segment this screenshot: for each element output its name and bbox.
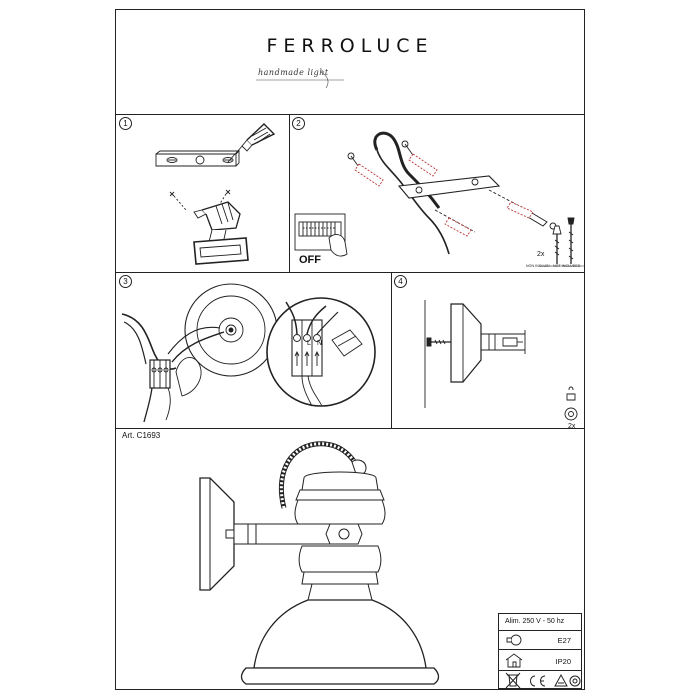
instruction-sheet: FERROLUCE handmade light 1 2 3 4 — [115, 9, 585, 690]
divider-row1 — [116, 272, 584, 273]
step1-illustration — [155, 123, 276, 265]
article-number: Art. C1693 — [122, 431, 161, 440]
step-number-1: 1 — [119, 117, 132, 130]
spec-divider-2 — [499, 649, 581, 650]
indoor-house-icon — [505, 653, 523, 668]
spec-protection: IP20 — [555, 657, 571, 666]
step3-illustration — [121, 283, 376, 423]
step-number-4: 4 — [394, 275, 407, 288]
brand-tagline: handmade light — [258, 68, 329, 77]
spec-bulb: E27 — [557, 636, 571, 645]
screw-qty-label: 2x — [568, 423, 576, 430]
step-number-3: 3 — [119, 275, 132, 288]
tagline-underline-icon — [256, 71, 344, 89]
off-label: OFF — [299, 254, 321, 266]
step-number-2: 2 — [292, 117, 305, 130]
divider-row2 — [116, 428, 584, 429]
anchor-qty-label: 2x — [537, 251, 545, 258]
spec-divider-1 — [499, 630, 581, 631]
bulb-icon — [506, 634, 522, 646]
certification-marks-icon — [505, 672, 581, 689]
spec-divider-3 — [499, 670, 581, 671]
divider-step1-2 — [289, 114, 290, 272]
step4-illustration — [424, 300, 578, 421]
spec-supply: Alim. 250 V - 50 hz — [505, 618, 565, 625]
product-lamp-illustration — [199, 441, 440, 685]
terminal-l-label: L — [307, 340, 311, 347]
step2-illustration — [294, 131, 585, 267]
divider-header — [116, 114, 584, 115]
divider-step3-4 — [391, 272, 392, 428]
not-included-note: NON INCLUSI - NOT INCLUDED — [526, 264, 581, 268]
brand-title: FERROLUCE — [266, 35, 434, 57]
spec-table: Alim. 250 V - 50 hz E27 IP20 — [498, 613, 582, 689]
terminal-n-label: N — [317, 340, 323, 347]
